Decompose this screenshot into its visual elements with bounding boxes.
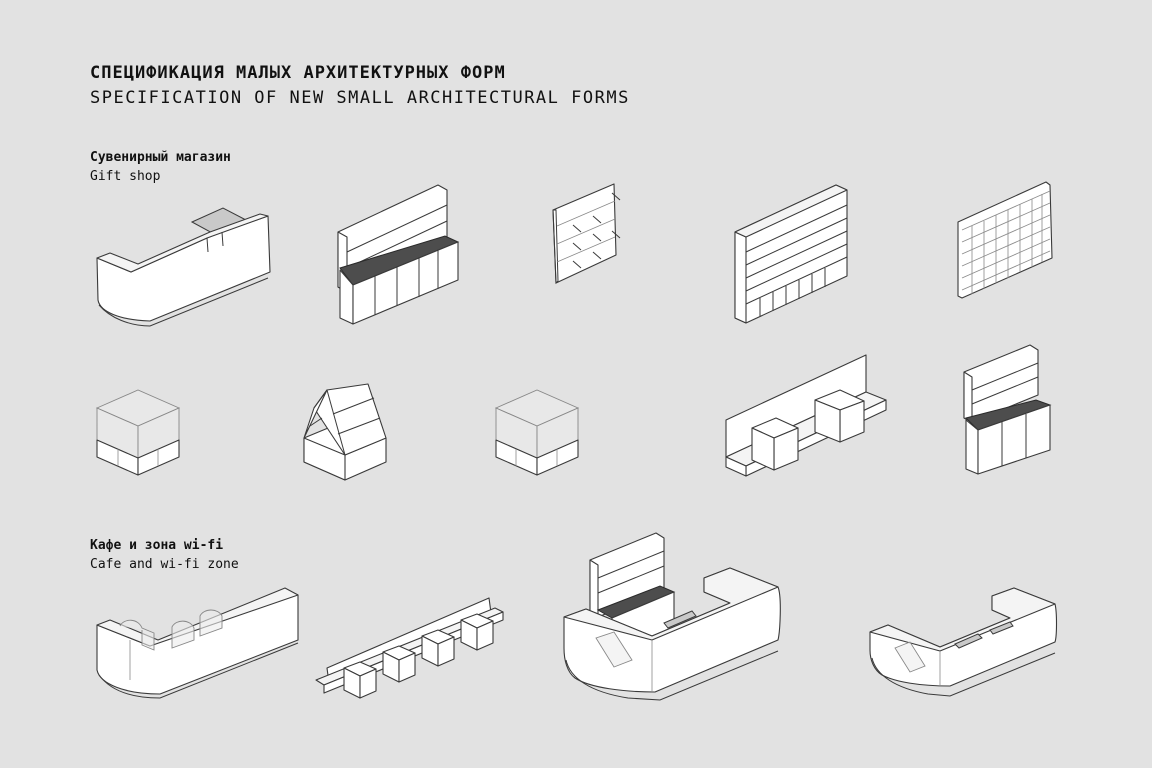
title-russian: СПЕЦИФИКАЦИЯ МАЛЫХ АРХИТЕКТУРНЫХ ФОРМ (90, 63, 506, 83)
book-display-stand-drawing (304, 384, 386, 480)
tall-bookcase-drawing (735, 185, 847, 323)
glass-display-cube-2-drawing (496, 390, 578, 475)
bar-bench-drawing (316, 598, 503, 698)
wall-hook-panel-drawing (553, 184, 620, 283)
cafe-counter-with-shelves-drawing (564, 533, 780, 700)
small-shelving-cabinet-drawing (964, 345, 1050, 474)
shelving-cabinet-drawing (338, 185, 458, 324)
section-cafe-title-ru: Кафе и зона wi-fi (90, 538, 224, 553)
cafe-counter-glass-drawing (97, 588, 298, 698)
section-gift-shop-title-en: Gift shop (90, 169, 161, 184)
section-cafe-title-en: Cafe and wi-fi zone (90, 557, 239, 572)
title-english: SPECIFICATION OF NEW SMALL ARCHITECTURAL… (90, 88, 630, 108)
u-shaped-cafe-counter-drawing (870, 588, 1057, 696)
bench-with-tables-drawing (726, 355, 886, 476)
slatwall-panel-drawing (958, 182, 1052, 298)
section-gift-shop-title-ru: Сувенирный магазин (90, 150, 231, 165)
glass-display-cube-drawing (97, 390, 179, 475)
reception-counter-drawing (97, 208, 270, 326)
